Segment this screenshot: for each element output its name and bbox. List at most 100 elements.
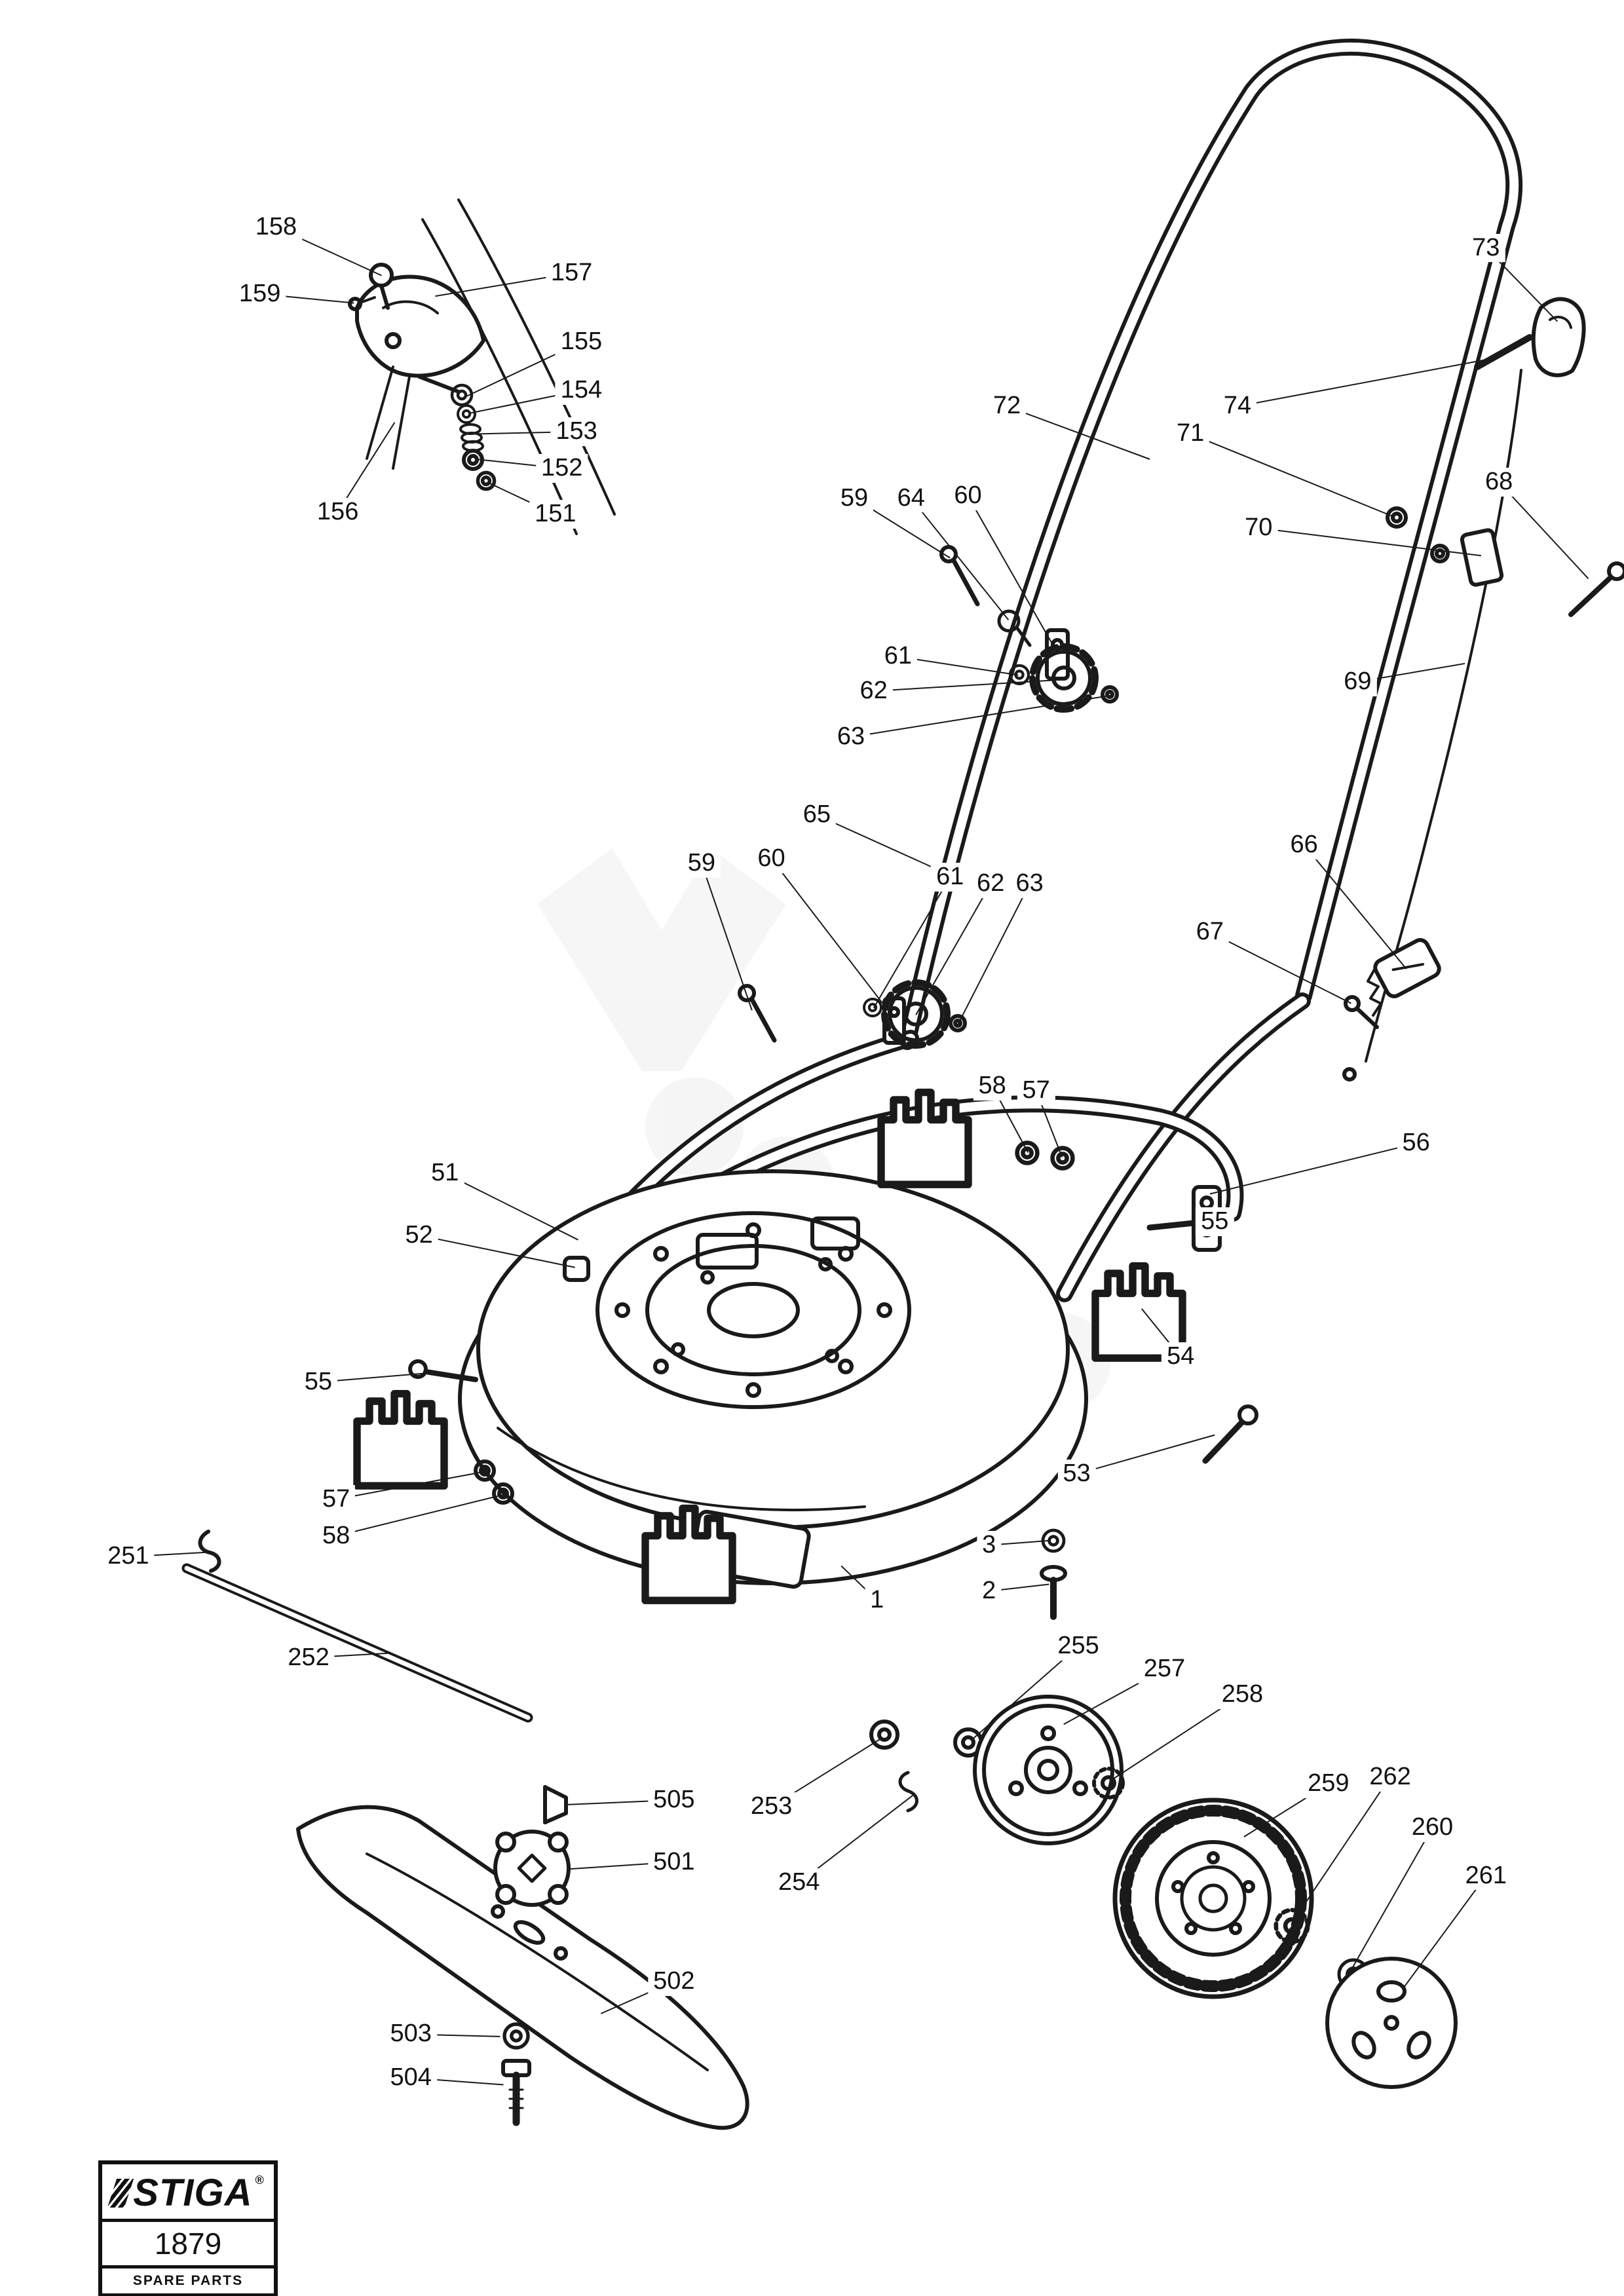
part-label-157: 157 xyxy=(545,259,598,288)
leader-line-156 xyxy=(338,423,395,512)
part-label-503: 503 xyxy=(385,2020,437,2049)
part-label-1: 1 xyxy=(865,1586,890,1615)
part-label-152: 152 xyxy=(536,454,588,483)
part-label-63b: 63 xyxy=(1010,869,1049,899)
handle-lock-detail xyxy=(348,198,616,535)
leader-line-63b xyxy=(958,884,1030,1024)
part-label-58a: 58 xyxy=(973,1071,1011,1101)
part-label-155: 155 xyxy=(555,328,608,357)
leader-line-56 xyxy=(1210,1143,1416,1194)
part-label-64: 64 xyxy=(892,483,930,513)
leader-line-51 xyxy=(445,1173,578,1240)
part-label-253: 253 xyxy=(745,1792,798,1822)
leader-line-254 xyxy=(799,1796,913,1883)
part-label-61a: 61 xyxy=(878,642,918,671)
part-label-70: 70 xyxy=(1239,514,1278,543)
wheel-assembly xyxy=(871,1695,1458,2089)
part-label-74: 74 xyxy=(1218,392,1257,421)
blade-assembly xyxy=(296,1785,749,2130)
part-label-156: 156 xyxy=(311,497,364,527)
part-label-51: 51 xyxy=(426,1159,464,1188)
leader-line-65 xyxy=(817,815,934,868)
part-label-261: 261 xyxy=(1460,1861,1512,1891)
leader-line-72 xyxy=(1007,406,1150,459)
leader-line-262 xyxy=(1293,1777,1390,1922)
part-label-71: 71 xyxy=(1171,419,1210,449)
throttle-and-cable xyxy=(1342,297,1624,1082)
part-label-68: 68 xyxy=(1479,468,1519,497)
leader-line-58b xyxy=(336,1495,503,1536)
part-label-53: 53 xyxy=(1057,1459,1096,1489)
leader-line-67 xyxy=(1210,932,1351,1004)
part-label-158: 158 xyxy=(250,213,303,242)
part-label-60a: 60 xyxy=(949,481,987,511)
part-label-258: 258 xyxy=(1216,1680,1269,1709)
leader-line-62b xyxy=(916,884,991,1015)
part-label-505: 505 xyxy=(648,1785,700,1815)
leader-line-52 xyxy=(419,1235,575,1268)
part-label-57a: 57 xyxy=(1017,1076,1055,1105)
part-label-2: 2 xyxy=(977,1577,1002,1606)
leader-line-53 xyxy=(1077,1435,1215,1475)
leader-line-260 xyxy=(1351,1828,1433,1970)
handle-knobs-and-fasteners xyxy=(738,545,1441,1045)
part-label-501: 501 xyxy=(648,1847,700,1877)
part-label-252: 252 xyxy=(282,1643,335,1672)
part-label-151: 151 xyxy=(529,500,582,529)
deck-assembly xyxy=(357,1093,1258,1620)
registered-mark-icon: ® xyxy=(255,2174,264,2187)
part-label-62b: 62 xyxy=(972,869,1010,899)
part-label-65: 65 xyxy=(797,800,837,830)
leader-line-61b xyxy=(874,877,951,1008)
part-label-62a: 62 xyxy=(854,677,893,706)
leader-line-255 xyxy=(971,1646,1078,1741)
leader-line-70 xyxy=(1258,528,1481,555)
part-label-73: 73 xyxy=(1467,233,1505,263)
part-label-255: 255 xyxy=(1052,1632,1105,1661)
part-label-3: 3 xyxy=(977,1530,1002,1560)
leader-line-64 xyxy=(911,499,1009,620)
part-label-56: 56 xyxy=(1397,1129,1435,1158)
part-label-57b: 57 xyxy=(317,1484,356,1514)
part-label-254: 254 xyxy=(772,1868,825,1898)
part-label-502: 502 xyxy=(648,1967,700,1996)
leader-line-60a xyxy=(968,496,1055,650)
leader-line-71 xyxy=(1190,434,1393,516)
part-label-59b: 59 xyxy=(682,848,721,878)
part-label-52: 52 xyxy=(400,1220,438,1250)
part-label-54: 54 xyxy=(1161,1342,1200,1372)
part-label-61b: 61 xyxy=(931,862,970,892)
part-label-257: 257 xyxy=(1138,1655,1191,1684)
part-label-72: 72 xyxy=(987,392,1027,421)
part-label-58b: 58 xyxy=(317,1521,356,1551)
part-label-55a: 55 xyxy=(1196,1207,1234,1236)
model-number: 1879 xyxy=(102,2219,274,2265)
leader-line-63a xyxy=(851,696,1109,737)
part-label-69: 69 xyxy=(1338,668,1377,696)
leader-line-60b xyxy=(772,859,894,1017)
spare-parts-caption: SPARE PARTS xyxy=(102,2265,274,2293)
leader-line-61a xyxy=(898,656,1018,675)
part-label-154: 154 xyxy=(555,375,608,405)
part-label-55b: 55 xyxy=(299,1368,338,1397)
part-label-67: 67 xyxy=(1190,918,1229,947)
part-label-60b: 60 xyxy=(752,844,791,873)
part-label-259: 259 xyxy=(1302,1769,1355,1799)
part-label-251: 251 xyxy=(102,1542,155,1571)
leader-line-62a xyxy=(874,679,1064,691)
part-label-66: 66 xyxy=(1285,830,1323,859)
stiga-logo-box: STIGA ® 1879 SPARE PARTS xyxy=(98,2160,278,2296)
brand-logo: STIGA ® xyxy=(102,2164,274,2219)
part-label-63a: 63 xyxy=(831,723,871,752)
leader-line-261 xyxy=(1403,1876,1486,1989)
leader-line-68 xyxy=(1499,482,1588,578)
brand-wordmark: STIGA xyxy=(133,2172,253,2214)
leader-line-57b xyxy=(336,1472,484,1499)
leader-line-66 xyxy=(1304,845,1407,969)
leader-line-59b xyxy=(702,863,752,1010)
part-label-159: 159 xyxy=(233,279,286,309)
part-label-59a: 59 xyxy=(835,483,874,513)
